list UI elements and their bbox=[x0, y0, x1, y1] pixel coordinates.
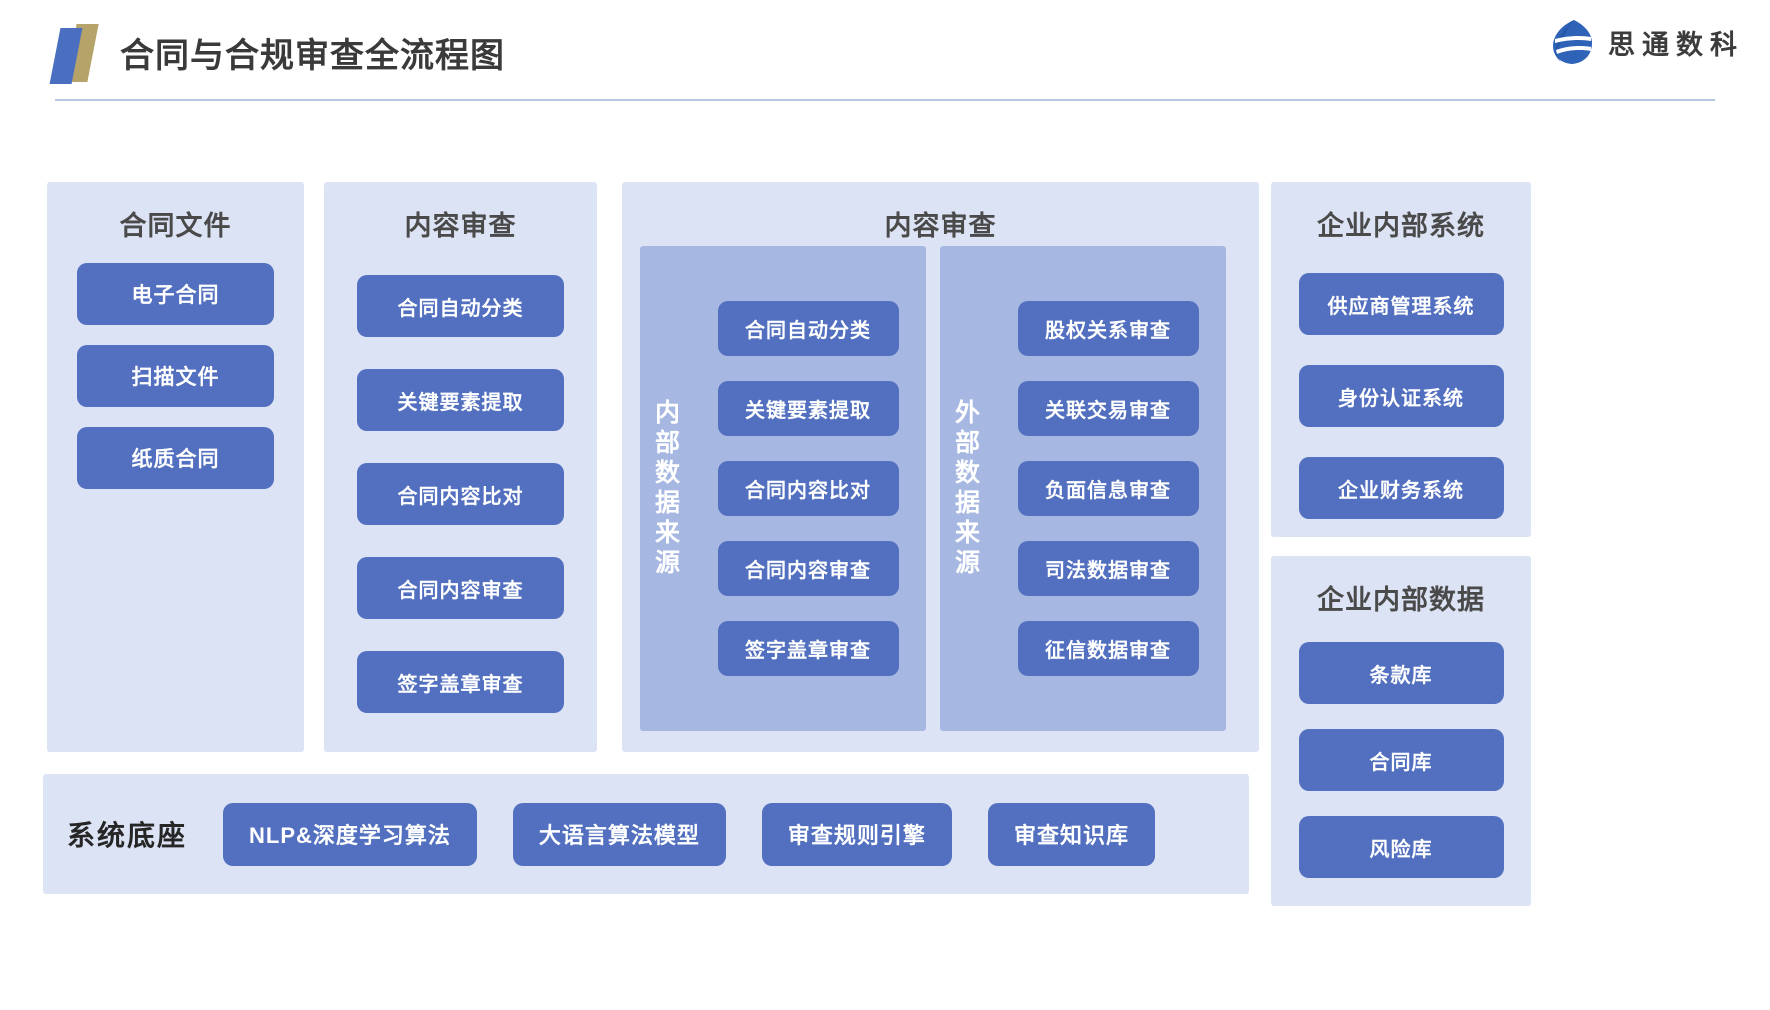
panel-title-contract-files: 合同文件 bbox=[119, 211, 232, 241]
subpanel-label-internal-data-source: 内部数据来源 bbox=[651, 398, 680, 579]
brand-logo-group: 思通数科 bbox=[1550, 18, 1744, 66]
panel-internal-systems: 企业内部系统 供应商管理系统 身份认证系统 企业财务系统 bbox=[1271, 182, 1531, 537]
chip-internal-signature-seal-review[interactable]: 签字盖章审查 bbox=[717, 621, 899, 676]
page-title: 合同与合规审查全流程图 bbox=[120, 37, 505, 75]
chip-electronic-contract[interactable]: 电子合同 bbox=[77, 263, 274, 325]
subpanel-internal-chip-list: 合同自动分类 关键要素提取 合同内容比对 合同内容审查 签字盖章审查 bbox=[690, 246, 926, 731]
chip-scanned-file[interactable]: 扫描文件 bbox=[77, 345, 274, 407]
chip-supplier-management-system[interactable]: 供应商管理系统 bbox=[1298, 273, 1504, 335]
chip-signature-seal-review[interactable]: 签字盖章审查 bbox=[357, 651, 564, 713]
brand-name: 思通数科 bbox=[1608, 29, 1744, 60]
foundation-row: 系统底座 NLP&深度学习算法 大语言算法模型 审查规则引擎 审查知识库 bbox=[43, 774, 1249, 894]
chip-internal-content-review[interactable]: 合同内容审查 bbox=[717, 541, 899, 596]
chip-judicial-data-review[interactable]: 司法数据审查 bbox=[1017, 541, 1199, 596]
chip-llm-model[interactable]: 大语言算法模型 bbox=[512, 802, 726, 866]
chip-credit-data-review[interactable]: 征信数据审查 bbox=[1017, 621, 1199, 676]
chip-content-compare[interactable]: 合同内容比对 bbox=[357, 463, 564, 525]
subpanel-internal-data-source: 内部数据来源 合同自动分类 关键要素提取 合同内容比对 合同内容审查 签字盖章审… bbox=[640, 246, 926, 731]
title-accent-mark-icon bbox=[49, 24, 99, 84]
panel-title-internal-data: 企业内部数据 bbox=[1317, 585, 1485, 615]
subpanel-external-chip-list: 股权关系审查 关联交易审查 负面信息审查 司法数据审查 征信数据审查 bbox=[990, 246, 1226, 731]
panel-content-review: 内容审查 合同自动分类 关键要素提取 合同内容比对 合同内容审查 签字盖章审查 bbox=[324, 182, 597, 752]
header-divider bbox=[55, 99, 1715, 101]
chip-auto-classify[interactable]: 合同自动分类 bbox=[357, 275, 564, 337]
foundation-label: 系统底座 bbox=[67, 820, 188, 851]
chip-identity-auth-system[interactable]: 身份认证系统 bbox=[1298, 365, 1504, 427]
panel-contract-files: 合同文件 电子合同 扫描文件 纸质合同 bbox=[47, 182, 304, 752]
chip-related-transaction-review[interactable]: 关联交易审查 bbox=[1017, 381, 1199, 436]
panel-title-center: 内容审查 bbox=[884, 211, 997, 241]
shield-leaf-icon bbox=[1553, 20, 1592, 64]
chip-risk-library[interactable]: 风险库 bbox=[1298, 816, 1504, 878]
chip-enterprise-finance-system[interactable]: 企业财务系统 bbox=[1298, 457, 1504, 519]
chip-content-review[interactable]: 合同内容审查 bbox=[357, 557, 564, 619]
chip-negative-info-review[interactable]: 负面信息审查 bbox=[1017, 461, 1199, 516]
panel-center-content-review: 内容审查 内部数据来源 合同自动分类 关键要素提取 合同内容比对 合同内容审查 … bbox=[622, 182, 1259, 752]
chip-equity-relation-review[interactable]: 股权关系审查 bbox=[1017, 301, 1199, 356]
chip-nlp-deep-learning[interactable]: NLP&深度学习算法 bbox=[223, 802, 477, 866]
panel-title-content-review: 内容审查 bbox=[404, 211, 517, 241]
subpanel-label-external-data-source: 外部数据来源 bbox=[951, 398, 980, 579]
chip-review-rule-engine[interactable]: 审查规则引擎 bbox=[761, 802, 952, 866]
chip-paper-contract[interactable]: 纸质合同 bbox=[77, 427, 274, 489]
panel-system-foundation: 系统底座 NLP&深度学习算法 大语言算法模型 审查规则引擎 审查知识库 bbox=[43, 774, 1249, 894]
panel-internal-data: 企业内部数据 条款库 合同库 风险库 bbox=[1271, 556, 1531, 906]
page-header: 合同与合规审查全流程图 思通数科 bbox=[0, 0, 1770, 104]
chip-key-element-extract[interactable]: 关键要素提取 bbox=[357, 369, 564, 431]
subpanel-external-data-source: 外部数据来源 股权关系审查 关联交易审查 负面信息审查 司法数据审查 征信数据审… bbox=[940, 246, 1226, 731]
chip-review-knowledge-base[interactable]: 审查知识库 bbox=[987, 802, 1155, 866]
chip-contract-library[interactable]: 合同库 bbox=[1298, 729, 1504, 791]
chip-internal-content-compare[interactable]: 合同内容比对 bbox=[717, 461, 899, 516]
panel-title-internal-systems: 企业内部系统 bbox=[1317, 211, 1485, 241]
chip-internal-key-element-extract[interactable]: 关键要素提取 bbox=[717, 381, 899, 436]
chip-internal-auto-classify[interactable]: 合同自动分类 bbox=[717, 301, 899, 356]
chip-clause-library[interactable]: 条款库 bbox=[1298, 642, 1504, 704]
